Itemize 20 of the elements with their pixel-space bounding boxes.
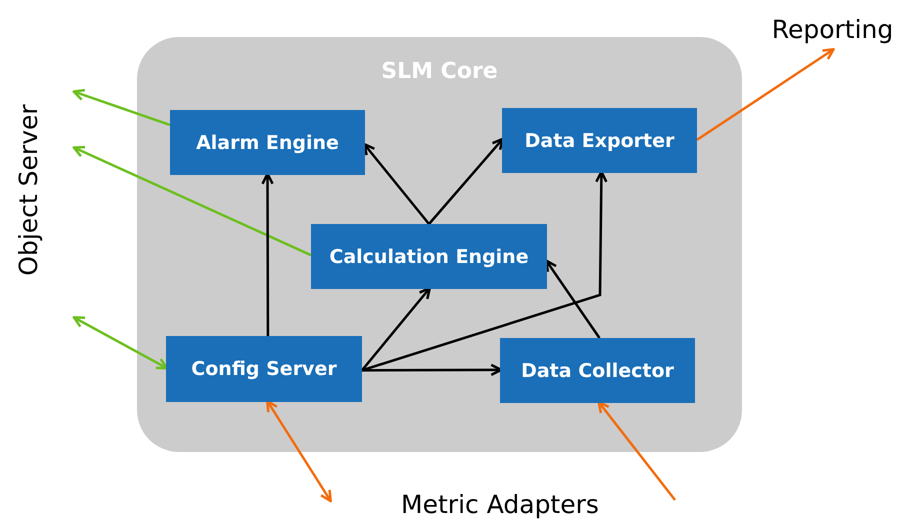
- arrow: [597, 400, 676, 501]
- external-label: Reporting: [760, 8, 905, 50]
- component-box: Calculation Engine: [311, 224, 547, 289]
- component-box: Config Server: [166, 336, 362, 402]
- arrow: [266, 400, 332, 502]
- arrow: [362, 170, 608, 372]
- arrow: [72, 146, 312, 256]
- external-label: Metric Adapters: [400, 488, 600, 520]
- component-box: Data Exporter: [502, 108, 697, 173]
- arrow: [261, 172, 274, 336]
- component-box: Data Collector: [500, 338, 695, 403]
- side-label: Object Server: [14, 103, 44, 278]
- component-box: Alarm Engine: [170, 110, 365, 175]
- arrow: [545, 259, 600, 339]
- arrow: [361, 286, 432, 372]
- arrow: [72, 316, 168, 370]
- arrow: [72, 88, 170, 126]
- arrow: [696, 48, 835, 141]
- arrow: [428, 138, 504, 225]
- arrow: [362, 364, 502, 376]
